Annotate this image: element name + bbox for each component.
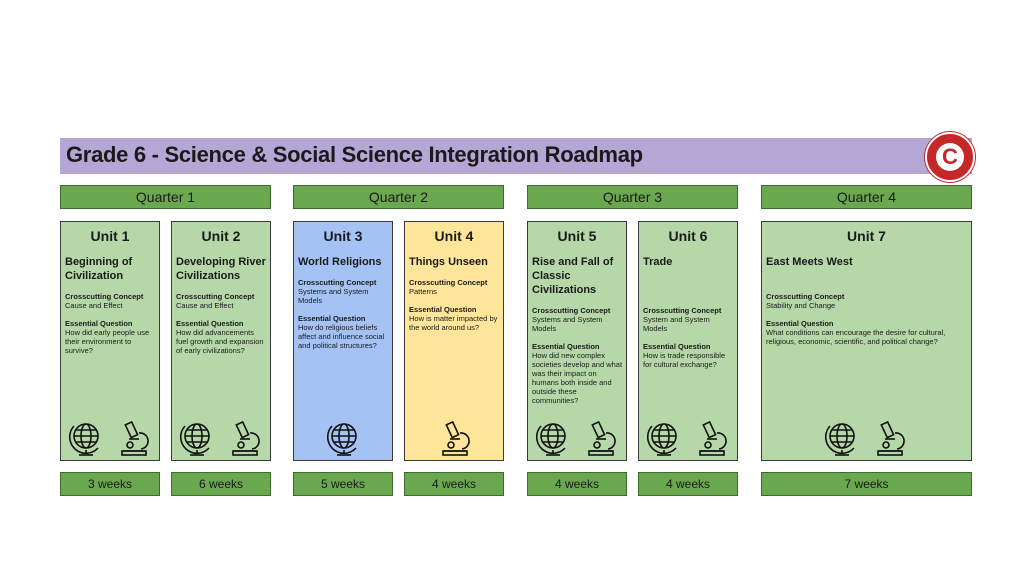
quarter-2-header: Quarter 2 (293, 185, 504, 209)
unit-7-duration: 7 weeks (761, 472, 972, 496)
crosscutting-label: Crosscutting Concept (532, 306, 611, 315)
crosscutting-label: Crosscutting Concept (766, 292, 845, 301)
unit-7-card: Unit 7 East Meets West Crosscutting Conc… (761, 221, 972, 461)
microscope-icon (442, 421, 470, 456)
quarter-3-header: Quarter 3 (527, 185, 738, 209)
crosscutting-label: Crosscutting Concept (176, 292, 255, 301)
unit-3-duration: 5 weeks (293, 472, 393, 496)
crosscutting-concept: Systems and System Models (298, 287, 369, 305)
unit-title: Beginning of Civilization (65, 256, 133, 282)
crosscutting-label: Crosscutting Concept (298, 278, 377, 287)
essential-question: How do religious beliefs affect and infl… (298, 323, 385, 350)
essential-question-label: Essential Question (409, 305, 477, 314)
unit-title: Things Unseen (409, 256, 488, 268)
crosscutting-concept: Stability and Change (766, 301, 836, 310)
unit-4-duration: 4 weeks (404, 472, 504, 496)
logo-letter: C (942, 144, 958, 169)
essential-question-label: Essential Question (643, 342, 711, 351)
crosscutting-concept: System and System Models (643, 315, 710, 333)
essential-question: What conditions can encourage the desire… (766, 328, 946, 346)
unit-title: World Religions (298, 256, 382, 268)
globe-icon (536, 423, 566, 456)
microscope-icon (699, 421, 727, 456)
unit-name: Unit 1 (90, 228, 130, 244)
essential-question: How did early people use their environme… (65, 328, 150, 355)
school-logo: C (925, 132, 975, 182)
crosscutting-label: Crosscutting Concept (643, 306, 722, 315)
globe-icon (327, 423, 357, 456)
crosscutting-label: Crosscutting Concept (409, 278, 488, 287)
unit-4-card: Unit 4 Things Unseen Crosscutting Concep… (404, 221, 504, 461)
quarter-4-header: Quarter 4 (761, 185, 972, 209)
microscope-icon (588, 421, 616, 456)
essential-question-label: Essential Question (65, 319, 133, 328)
page-title: Grade 6 - Science & Social Science Integ… (66, 142, 643, 167)
essential-question-label: Essential Question (176, 319, 244, 328)
title-bar: Grade 6 - Science & Social Science Integ… (60, 138, 972, 174)
essential-question: How is matter impacted by the world arou… (409, 314, 498, 332)
essential-question: How did advancements fuel growth and exp… (176, 328, 264, 355)
essential-question: How is trade responsible for cultural ex… (643, 351, 726, 369)
unit-5-card: Unit 5 Rise and Fall of Classic Civiliza… (527, 221, 627, 461)
unit-title: Developing River Civilizations (176, 256, 266, 282)
unit-1-duration: 3 weeks (60, 472, 160, 496)
unit-title: East Meets West (766, 256, 853, 268)
crosscutting-concept: Cause and Effect (176, 301, 234, 310)
crosscutting-concept: Patterns (409, 287, 437, 296)
unit-name: Unit 3 (323, 228, 363, 244)
essential-question-label: Essential Question (766, 319, 834, 328)
unit-title: Rise and Fall of Classic Civilizations (532, 256, 614, 296)
crosscutting-concept: Cause and Effect (65, 301, 123, 310)
essential-question-label: Essential Question (298, 314, 366, 323)
unit-name: Unit 2 (201, 228, 241, 244)
unit-5-duration: 4 weeks (527, 472, 627, 496)
unit-name: Unit 4 (434, 228, 474, 244)
globe-icon (825, 423, 855, 456)
unit-title: Trade (643, 256, 673, 268)
unit-name: Unit 5 (557, 228, 597, 244)
globe-icon (647, 423, 677, 456)
unit-1-card: Unit 1 Beginning of Civilization Crosscu… (60, 221, 160, 461)
unit-2-duration: 6 weeks (171, 472, 271, 496)
essential-question-label: Essential Question (532, 342, 600, 351)
quarter-1-header: Quarter 1 (60, 185, 271, 209)
microscope-icon (121, 421, 149, 456)
unit-3-card: Unit 3 World Religions Crosscutting Conc… (293, 221, 393, 461)
essential-question: How did new complex societies develop an… (532, 351, 623, 405)
unit-6-card: Unit 6 Trade Crosscutting Concept System… (638, 221, 738, 461)
microscope-icon (877, 421, 905, 456)
unit-2-card: Unit 2 Developing River Civilizations Cr… (171, 221, 271, 461)
unit-6-duration: 4 weeks (638, 472, 738, 496)
crosscutting-label: Crosscutting Concept (65, 292, 144, 301)
globe-icon (180, 423, 210, 456)
unit-name: Unit 6 (668, 228, 708, 244)
unit-name: Unit 7 (847, 228, 886, 244)
microscope-icon (232, 421, 260, 456)
crosscutting-concept: Systems and System Models (532, 315, 603, 333)
globe-icon (69, 423, 99, 456)
